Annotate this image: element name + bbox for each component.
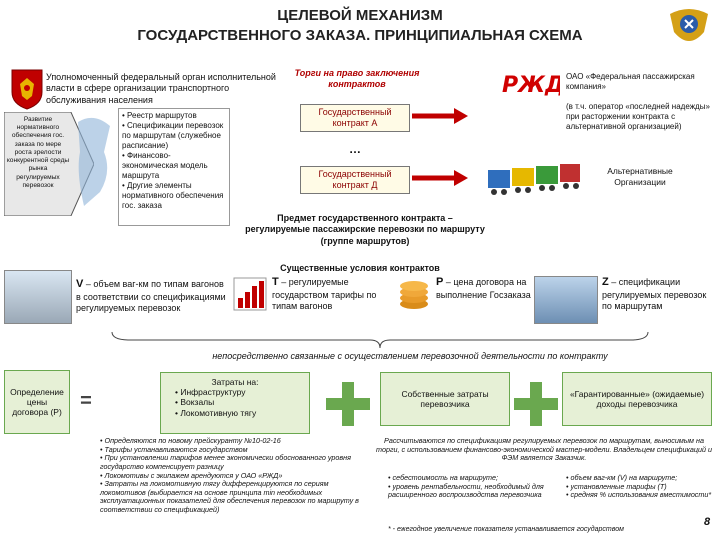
- related-line: непосредственно связанные с осуществлени…: [212, 351, 608, 361]
- tender-title: Торги на право заключения контрактов: [294, 68, 420, 89]
- page-title: ЦЕЛЕВОЙ МЕХАНИЗМ ГОСУДАРСТВЕННОГО ЗАКАЗА…: [137, 7, 583, 45]
- own-costs-box: Собственные затраты перевозчика: [380, 372, 510, 426]
- cost-item: Инфраструктуру: [175, 387, 305, 397]
- page-number: 8: [704, 516, 711, 528]
- tariff-chart-icon: [232, 276, 268, 312]
- note-item: установленные тарифы (T): [566, 482, 712, 492]
- regulatory-item: Финансово-экономическая модель маршрута: [122, 151, 226, 181]
- train-photo: [534, 276, 598, 324]
- wagon-interior-photo: [4, 270, 72, 324]
- fpk-name: ОАО «Федеральная пассажирская компания»: [566, 72, 695, 91]
- regulatory-list: Реестр маршрутов Спецификации перевозок …: [118, 108, 230, 226]
- right-notes-col2: объем ваг-км (V) на маршруте; установлен…: [566, 473, 712, 500]
- fpk-note: (в т.ч. оператор «последней надежды» при…: [566, 102, 710, 131]
- condition-p: P – цена договора на выполнение Госзаказ…: [436, 276, 531, 300]
- note-item: уровень рентабельности, необходимый для …: [388, 482, 558, 500]
- costs-box: Затраты на: Инфраструктуру Вокзалы Локом…: [160, 372, 310, 434]
- tender-arrows: [412, 94, 468, 194]
- note-item: себестоимость на маршруте;: [388, 473, 558, 483]
- train-icon: [484, 158, 584, 204]
- footnote: * - ежегодное увеличение показателя уста…: [388, 526, 624, 533]
- plus-icon: [514, 382, 558, 426]
- note-item: Определяются по новому прейскуранту №10-…: [100, 436, 368, 446]
- contract-dots: …: [349, 142, 361, 156]
- guaranteed-income-box: «Гарантированные» (ожидаемые) доходы пер…: [562, 372, 712, 426]
- development-note: Развитие нормативного обеспечения гос. з…: [6, 116, 70, 189]
- note-item: Локомотивы с экипажем арендуются у ОАО «…: [100, 471, 368, 481]
- contract-a[interactable]: Государственный контракт А: [300, 104, 410, 132]
- coat-of-arms-icon: [8, 68, 54, 114]
- alternative-orgs: Альтернативные Организации: [607, 166, 673, 187]
- condition-t: T – регулируемые государством тарифы по …: [272, 276, 377, 311]
- right-notes-col1: себестоимость на маршруте; уровень рента…: [388, 473, 558, 500]
- svg-text:РЖД: РЖД: [502, 73, 560, 98]
- map-icon: [74, 112, 114, 212]
- development-arrow: Развитие нормативного обеспечения гос. з…: [4, 112, 94, 216]
- condition-z: Z – спецификации регулируемых перевозок …: [602, 276, 707, 311]
- note-item: При установлении тарифов менее экономиче…: [100, 453, 368, 471]
- authority-text: Уполномоченный федеральный орган исполни…: [46, 72, 276, 105]
- brace: [110, 330, 650, 350]
- left-notes: Определяются по новому прейскуранту №10-…: [100, 436, 368, 515]
- ministry-emblem-icon: [664, 2, 710, 48]
- coins-icon: [396, 276, 432, 312]
- note-item: средняя % использования вместимости*: [566, 491, 712, 500]
- regulatory-item: Реестр маршрутов: [122, 111, 226, 121]
- contract-subject: Предмет государственного контракта – рег…: [245, 213, 485, 246]
- regulatory-item: Другие элементы нормативного обеспечения…: [122, 181, 226, 211]
- cost-item: Локомотивную тягу: [175, 408, 305, 418]
- rzd-logo-icon: РЖД: [500, 70, 565, 98]
- equals-icon: =: [80, 390, 92, 412]
- note-item: объем ваг-км (V) на маршруте;: [566, 473, 712, 483]
- conditions-title: Существенные условия контрактов: [280, 263, 440, 273]
- note-item: Тарифы устанавливаются государством: [100, 445, 368, 455]
- cost-item: Вокзалы: [175, 397, 305, 407]
- condition-v: V – объем ваг-км по типам вагонов в соот…: [76, 278, 226, 313]
- plus-icon: [326, 382, 370, 426]
- price-box: Определение цены договора (Р): [4, 370, 70, 434]
- right-notes-intro: Рассчитываются по спецификациям регулиру…: [376, 436, 712, 463]
- contract-d[interactable]: Государственный контракт Д: [300, 166, 410, 194]
- regulatory-item: Спецификации перевозок по маршрутам (слу…: [122, 121, 226, 151]
- note-item: Затраты на локомотивную тягу дифференцир…: [100, 479, 368, 515]
